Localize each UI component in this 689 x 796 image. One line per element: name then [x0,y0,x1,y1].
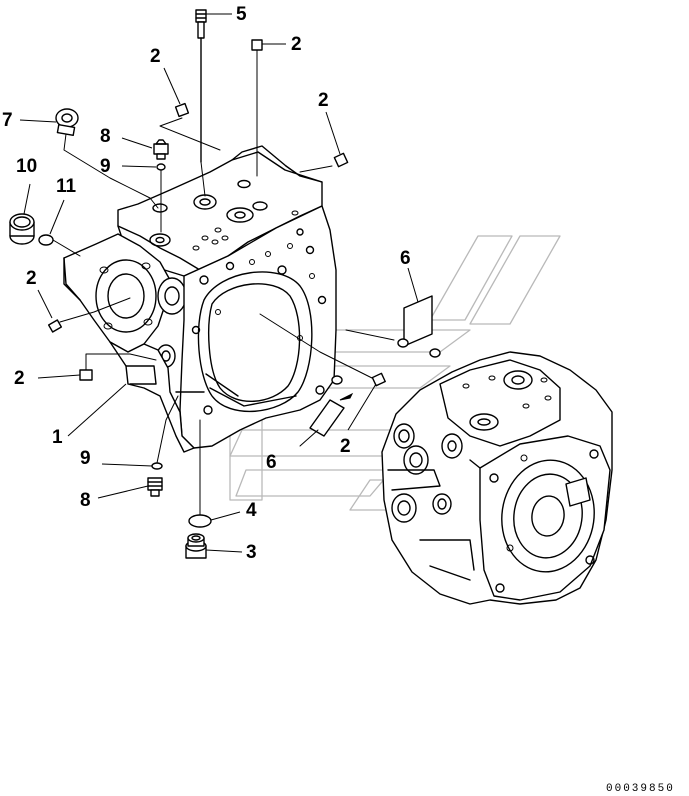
callout-2-middle: 2 [340,436,351,457]
breather-pipe [195,9,207,197]
plug-bolt-left [47,297,131,333]
callout-9-top: 9 [100,156,111,177]
callout-3: 3 [246,542,257,563]
gasket-lower [299,375,354,447]
drain-plug [185,533,207,559]
callout-labels: 5 2 2 2 7 8 9 10 11 2 6 2 1 2 6 9 8 4 3 [2,4,411,563]
pump-assembly-right [381,351,613,605]
leader-lines [19,13,419,553]
callout-10: 10 [16,156,37,177]
o-ring-large [38,234,81,257]
gasket-upper [345,295,441,358]
callout-2-upper-right: 2 [318,90,329,111]
large-plug [9,213,35,245]
callout-6-upper: 6 [400,248,411,269]
drawing-number: 00039850 [606,783,675,795]
o-ring-drain [188,419,212,528]
callout-11: 11 [56,176,77,197]
callout-4: 4 [246,500,257,521]
callout-2-top: 2 [291,34,302,55]
plug-lower [147,477,163,497]
callout-8-top: 8 [100,126,111,147]
callout-9-lower: 9 [80,448,91,469]
small-parts [9,9,441,559]
plug-bolt-right-middle [259,313,386,387]
plug-top [153,139,169,160]
callout-8-lower: 8 [80,490,91,511]
callout-6-lower: 6 [266,452,277,473]
plug-bolt-right-top [299,152,349,173]
pump-case-main [63,145,337,453]
callout-1: 1 [52,427,63,448]
plug-bolt-left-top [159,102,221,151]
callout-7: 7 [2,110,13,131]
callout-5: 5 [236,4,247,25]
callout-2-left: 2 [26,268,37,289]
eye-bolt [55,108,159,209]
callout-2-lower-left: 2 [14,368,25,389]
plug-bolt-top [251,39,263,177]
callout-2-upper-left: 2 [150,46,161,67]
o-ring-top [156,163,166,233]
